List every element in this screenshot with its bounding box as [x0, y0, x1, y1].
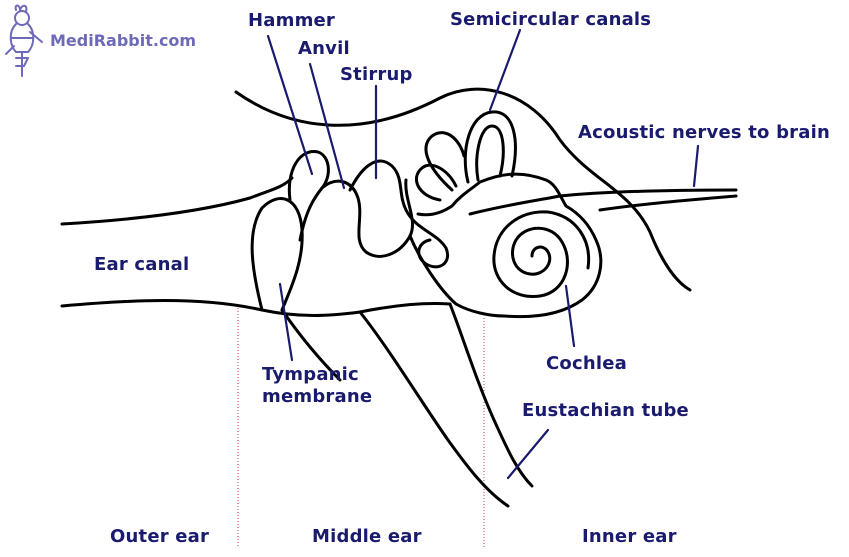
- tympanic-membrane-label: Tympanic membrane: [262, 364, 373, 407]
- acoustic-nerve-lower: [598, 194, 738, 212]
- brand-name: MediRabbit.com: [50, 31, 197, 50]
- semicircular-canals-label: Semicircular canals: [450, 9, 652, 30]
- semicircular-canal-posterior: [415, 163, 458, 202]
- middle-ear-region-label: Middle ear: [312, 526, 422, 547]
- cochlea-pointer: [564, 284, 576, 348]
- upper-outline: [234, 87, 692, 292]
- cochlea-label: Cochlea: [546, 353, 627, 374]
- cochlea-spiral: [492, 210, 591, 298]
- inner-ear-region-label: Inner ear: [582, 526, 677, 547]
- hammer-pointer: [266, 34, 314, 176]
- eustachian-tube-lower-wall: [358, 310, 510, 508]
- outer-ear-region-label: Outer ear: [110, 526, 210, 547]
- medirabbit-logo: [5, 4, 43, 77]
- acoustic-nerves-pointer: [692, 144, 700, 188]
- tympanic-membrane-pointer: [278, 282, 294, 362]
- acoustic-nerve-branch: [468, 194, 562, 216]
- ear-canal-lower-wall: [60, 299, 452, 317]
- eustachian-tube-label: Eustachian tube: [522, 400, 689, 421]
- semicircular-canal-inner: [475, 124, 505, 182]
- middle-ear-floor: [280, 308, 342, 382]
- anvil-pointer: [308, 62, 346, 190]
- tympanic-membrane-shape: [250, 197, 304, 312]
- acoustic-nerves-label: Acoustic nerves to brain: [578, 122, 830, 143]
- anvil-label: Anvil: [298, 38, 350, 59]
- ear-canal-label: Ear canal: [94, 254, 190, 275]
- acoustic-nerve-upper: [558, 188, 738, 198]
- ear-canal-upper-wall: [60, 176, 294, 226]
- hammer-label: Hammer: [248, 10, 336, 31]
- eustachian-tube-pointer: [506, 428, 550, 480]
- semicircular-canals-pointer: [488, 28, 522, 112]
- vestibule-outline: [408, 172, 603, 319]
- semicircular-canal-outer: [463, 110, 517, 184]
- hammer-shape: [287, 150, 330, 242]
- semicircular-canal-lateral: [424, 131, 466, 192]
- anvil-shape: [320, 178, 414, 258]
- stirrup-label: Stirrup: [340, 64, 413, 85]
